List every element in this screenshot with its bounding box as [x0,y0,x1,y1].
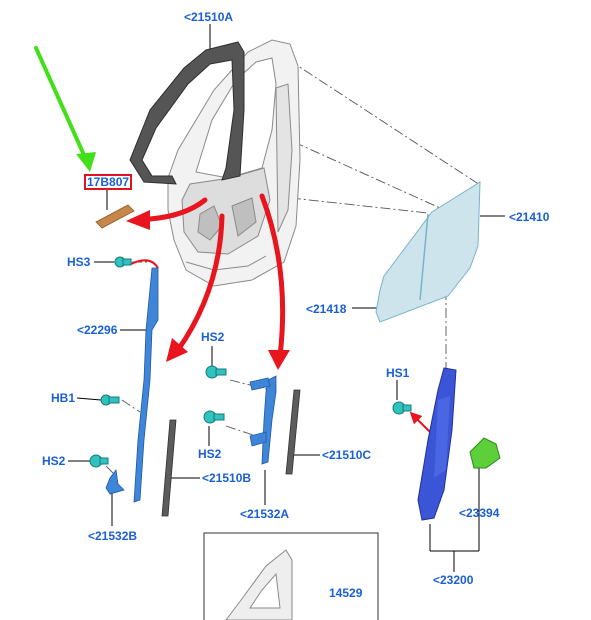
fastener-hs3 [114,256,132,268]
label-21510b[interactable]: <21510B [202,471,252,485]
hs3-pointer [130,259,159,269]
bracket-21532a [249,375,277,465]
seal-strip-22296 [133,267,159,503]
label-17b807[interactable]: 17B807 [84,174,133,190]
pointer-arrowheads [126,210,290,370]
label-21510c[interactable]: <21510C [322,448,372,462]
label-21410[interactable]: <21410 [509,210,550,224]
label-22296[interactable]: <22296 [77,323,118,337]
highlight-arrow [34,46,96,172]
fastener-hs2-left [89,454,109,468]
window-seal-upper [129,41,245,185]
label-hb1[interactable]: HB1 [51,391,76,405]
fastener-hb1 [100,394,120,406]
label-14529[interactable]: 14529 [329,586,363,600]
regulator-motor [469,437,501,469]
label-21532a[interactable]: <21532A [240,507,290,521]
pointer-arrows [147,193,286,359]
bracket-21532b [105,468,125,495]
gasket-17b807 [95,204,135,229]
label-21532b[interactable]: <21532B [88,529,138,543]
inset-box [203,532,379,620]
fastener-hs2-upper [205,365,227,379]
label-21418[interactable]: <21418 [306,302,347,316]
label-23394[interactable]: <23394 [459,506,500,520]
hs1-pointer [409,411,431,433]
label-21510a[interactable]: <21510A [184,10,234,24]
leader-lines [68,24,505,572]
channel-21510b [161,419,177,517]
label-hs2-upper[interactable]: HS2 [201,330,225,344]
fastener-hs1 [392,401,412,415]
label-hs3[interactable]: HS3 [67,255,91,269]
label-hs1[interactable]: HS1 [386,366,410,380]
door-glass [375,181,481,323]
window-regulator [417,367,457,521]
label-hs2-lower[interactable]: HS2 [198,447,222,461]
label-hs2-left[interactable]: HS2 [42,454,66,468]
label-23200[interactable]: <23200 [433,573,474,587]
fastener-hs2-lower [203,410,225,424]
channel-21510c [285,389,301,475]
